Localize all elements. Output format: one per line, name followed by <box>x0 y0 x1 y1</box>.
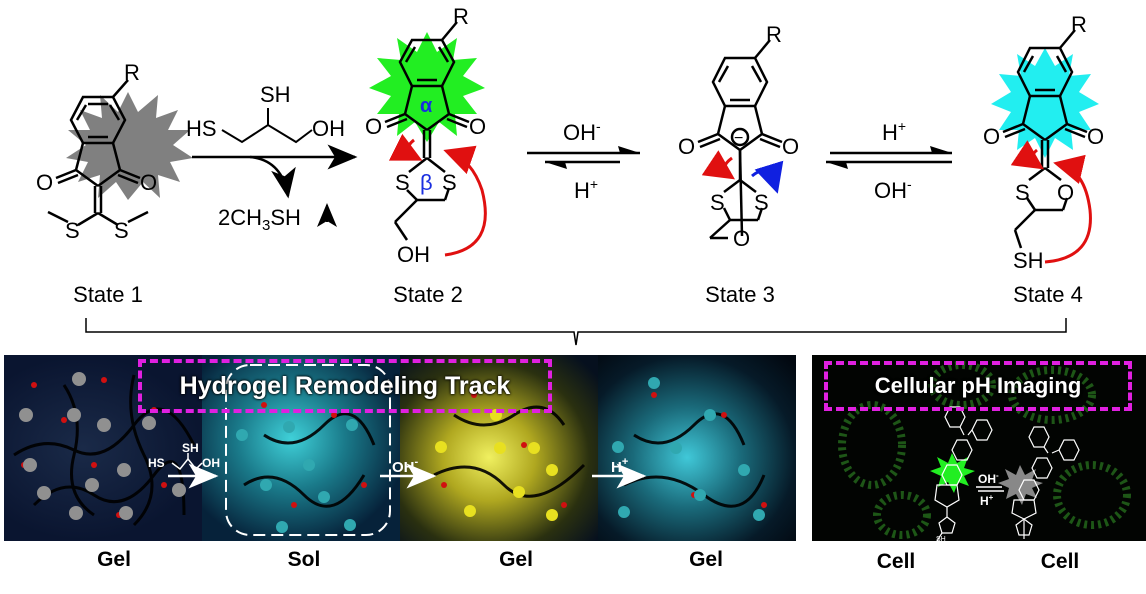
cell-grey-star <box>998 465 1043 505</box>
hydrogel-title: Hydrogel Remodeling Track <box>138 359 552 413</box>
byproduct: 2CH3SH <box>218 205 301 234</box>
cell-title: Cellular pH Imaging <box>824 361 1132 411</box>
sol-image <box>202 355 400 541</box>
cell-panel: SH OH- H+ Cellular pH Imaging <box>812 355 1146 541</box>
step1-arrow: SH HS OH 2CH3SH <box>186 82 358 234</box>
state4-glow-star <box>991 48 1099 158</box>
step2-forward: OH- <box>563 118 601 145</box>
state2-label: State 2 <box>393 282 463 307</box>
svg-text:O: O <box>983 124 1000 149</box>
svg-text:O: O <box>678 134 695 159</box>
alpha-label: α <box>420 95 433 117</box>
state1-label: State 1 <box>73 282 143 307</box>
svg-text:O: O <box>36 170 53 195</box>
svg-text:O: O <box>469 114 486 139</box>
caption-cell-1: Cell <box>876 550 916 573</box>
svg-text:R: R <box>766 22 782 47</box>
state4-label: State 4 <box>1013 282 1083 307</box>
cell-reverse: H+ <box>980 493 994 508</box>
state1-molecule: R O O S S <box>36 60 193 243</box>
beta-label: β <box>420 170 433 195</box>
svg-text:O: O <box>365 114 382 139</box>
state2-molecule: R O O α S β S OH <box>365 4 487 267</box>
svg-text:R: R <box>453 4 469 29</box>
reagent-hs: HS <box>186 116 217 141</box>
svg-text:S: S <box>1015 180 1030 205</box>
hydrogel-panel: SH HS OH OH- H+ Hydrogel Remodeling Trac… <box>4 355 796 541</box>
svg-text:SH: SH <box>1013 248 1044 273</box>
caption-sol: Sol <box>287 548 321 571</box>
gel-image-1 <box>4 355 202 541</box>
state3-label: State 3 <box>705 282 775 307</box>
step3-equilibrium: H+ OH- <box>826 118 952 203</box>
state1-r: R <box>124 60 140 85</box>
arrow1-hs: HS <box>148 456 165 470</box>
arrow2-reagent: OH- <box>392 456 419 476</box>
svg-text:O: O <box>1087 124 1104 149</box>
svg-text:R: R <box>1071 12 1087 37</box>
step2-reverse: H+ <box>574 176 598 203</box>
step3-reverse: OH- <box>874 176 912 203</box>
reagent-oh: OH <box>312 116 345 141</box>
state3-molecule: R − O O S S O <box>678 22 799 251</box>
svg-text:O: O <box>1057 180 1074 205</box>
step3-forward: H+ <box>882 118 906 145</box>
scheme-bracket <box>85 318 1067 346</box>
charge-label: − <box>734 130 743 147</box>
gel-image-cyan <box>598 355 796 541</box>
svg-text:S: S <box>114 218 129 243</box>
cell-image: SH OH- H+ <box>838 361 1131 541</box>
reagent-sh: SH <box>260 82 291 107</box>
cell-forward: OH- <box>978 471 999 486</box>
arrow3-reagent: H+ <box>611 456 628 476</box>
sol-dashed-box <box>225 364 391 536</box>
svg-text:O: O <box>733 226 750 251</box>
svg-text:O: O <box>782 134 799 159</box>
arrow1-sh: SH <box>182 441 199 455</box>
step2-equilibrium: OH- H+ <box>527 118 640 203</box>
svg-text:S: S <box>710 190 725 215</box>
arrow1-oh: OH <box>202 456 220 470</box>
svg-text:S: S <box>442 170 457 195</box>
svg-text:O: O <box>140 170 157 195</box>
svg-text:S: S <box>395 170 410 195</box>
svg-text:S: S <box>65 218 80 243</box>
cell-green-star <box>930 453 975 493</box>
hydrogel-network: SH HS OH OH- H+ <box>13 364 767 536</box>
caption-cell-2: Cell <box>1040 550 1080 573</box>
svg-text:OH: OH <box>397 242 430 267</box>
state4-molecule: R O O S O SH <box>983 12 1104 273</box>
state1-glow-star <box>66 92 193 200</box>
reaction-scheme: R O O S S SH HS OH 2CH3SH R <box>36 4 1104 346</box>
caption-gel-3: Gel <box>689 548 723 571</box>
caption-gel-1: Gel <box>97 548 131 571</box>
caption-gel-2: Gel <box>499 548 533 571</box>
svg-text:S: S <box>754 190 769 215</box>
cell-sh-label: SH <box>936 536 946 541</box>
